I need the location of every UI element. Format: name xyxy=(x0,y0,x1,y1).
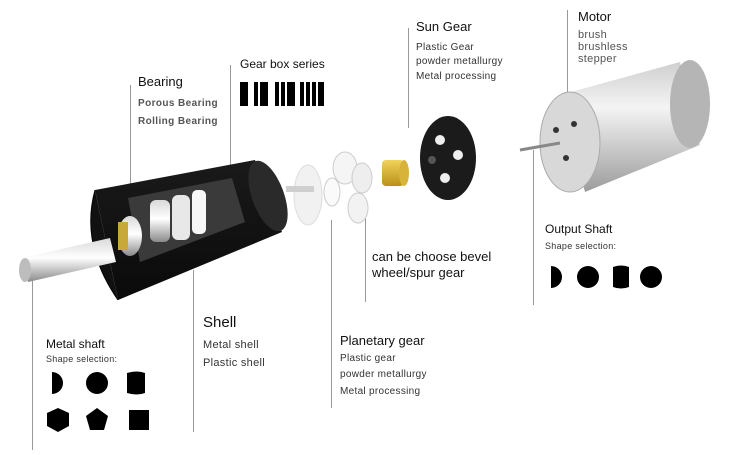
round-shaft-icon xyxy=(86,372,108,394)
shell-item-plastic: Plastic shell xyxy=(203,357,265,369)
planetary-item-plastic: Plastic gear xyxy=(340,353,396,364)
sun-gear-item-plastic: Plastic Gear xyxy=(416,42,475,53)
sun-gear-leader-line xyxy=(408,28,409,128)
shell-title: Shell xyxy=(203,314,237,331)
d-cut-shaft-icon xyxy=(551,266,562,288)
bearing-item-rolling: Rolling Bearing xyxy=(138,116,218,127)
metal-shaft-title: Metal shaft xyxy=(46,337,105,351)
hexagon-shaft-icon xyxy=(47,408,69,432)
planetary-leader-line xyxy=(331,220,332,408)
motor-title: Motor xyxy=(578,9,612,24)
round-shaft-icon xyxy=(577,266,599,288)
motor-leader-line xyxy=(567,10,568,105)
gearbox-series-bars-icon xyxy=(240,82,325,106)
d-cut-shaft-icon xyxy=(52,372,63,394)
planetary-item-metal: Metal processing xyxy=(340,386,421,397)
sun-gear-title: Sun Gear xyxy=(416,19,472,34)
shell-item-metal: Metal shell xyxy=(203,339,259,351)
double-d-shaft-icon xyxy=(613,265,629,289)
planetary-gear-title: Planetary gear xyxy=(340,333,425,348)
bearing-item-porous: Porous Bearing xyxy=(138,98,219,109)
output-shaft-part xyxy=(19,238,116,282)
sun-gear-item-powder: powder metallurgy xyxy=(416,56,503,67)
sun-gear-part xyxy=(382,160,409,186)
motor-item-brushless: brushless xyxy=(578,41,628,53)
output-shaft-shapes xyxy=(545,264,670,290)
output-shaft-subtitle: Shape selection: xyxy=(545,241,617,251)
bearing-leader-line xyxy=(130,85,131,190)
bevel-note-line2: wheel/spur gear xyxy=(372,265,465,280)
bevel-note-line1: can be choose bevel xyxy=(372,249,492,264)
bevel-leader-line xyxy=(365,215,366,302)
motor-plate-part xyxy=(420,116,476,200)
output-shaft-title: Output Shaft xyxy=(545,222,613,236)
metal-shaft-leader-line xyxy=(32,275,33,450)
motor-item-stepper: stepper xyxy=(578,53,617,65)
metal-shaft-subtitle: Shape selection: xyxy=(46,354,118,364)
motor-part xyxy=(519,60,710,193)
planetary-item-powder: powder metallurgy xyxy=(340,369,427,380)
bearing-title: Bearing xyxy=(138,74,183,89)
sun-gear-item-metal: Metal processing xyxy=(416,71,497,82)
motor-item-brush: brush xyxy=(578,29,608,41)
gearbox-leader-line xyxy=(230,65,231,180)
output-shaft-leader-line xyxy=(533,150,534,305)
square-shaft-icon xyxy=(129,410,149,430)
double-d-shaft-icon xyxy=(127,371,145,395)
knurled-shaft-icon xyxy=(640,266,662,288)
planetary-gear-part xyxy=(286,151,373,226)
pentagon-shaft-icon xyxy=(86,408,108,430)
metal-shaft-shapes xyxy=(45,370,155,435)
internal-gears xyxy=(118,190,206,256)
gearbox-series-title: Gear box series xyxy=(240,57,325,71)
shell-leader-line xyxy=(193,270,194,432)
